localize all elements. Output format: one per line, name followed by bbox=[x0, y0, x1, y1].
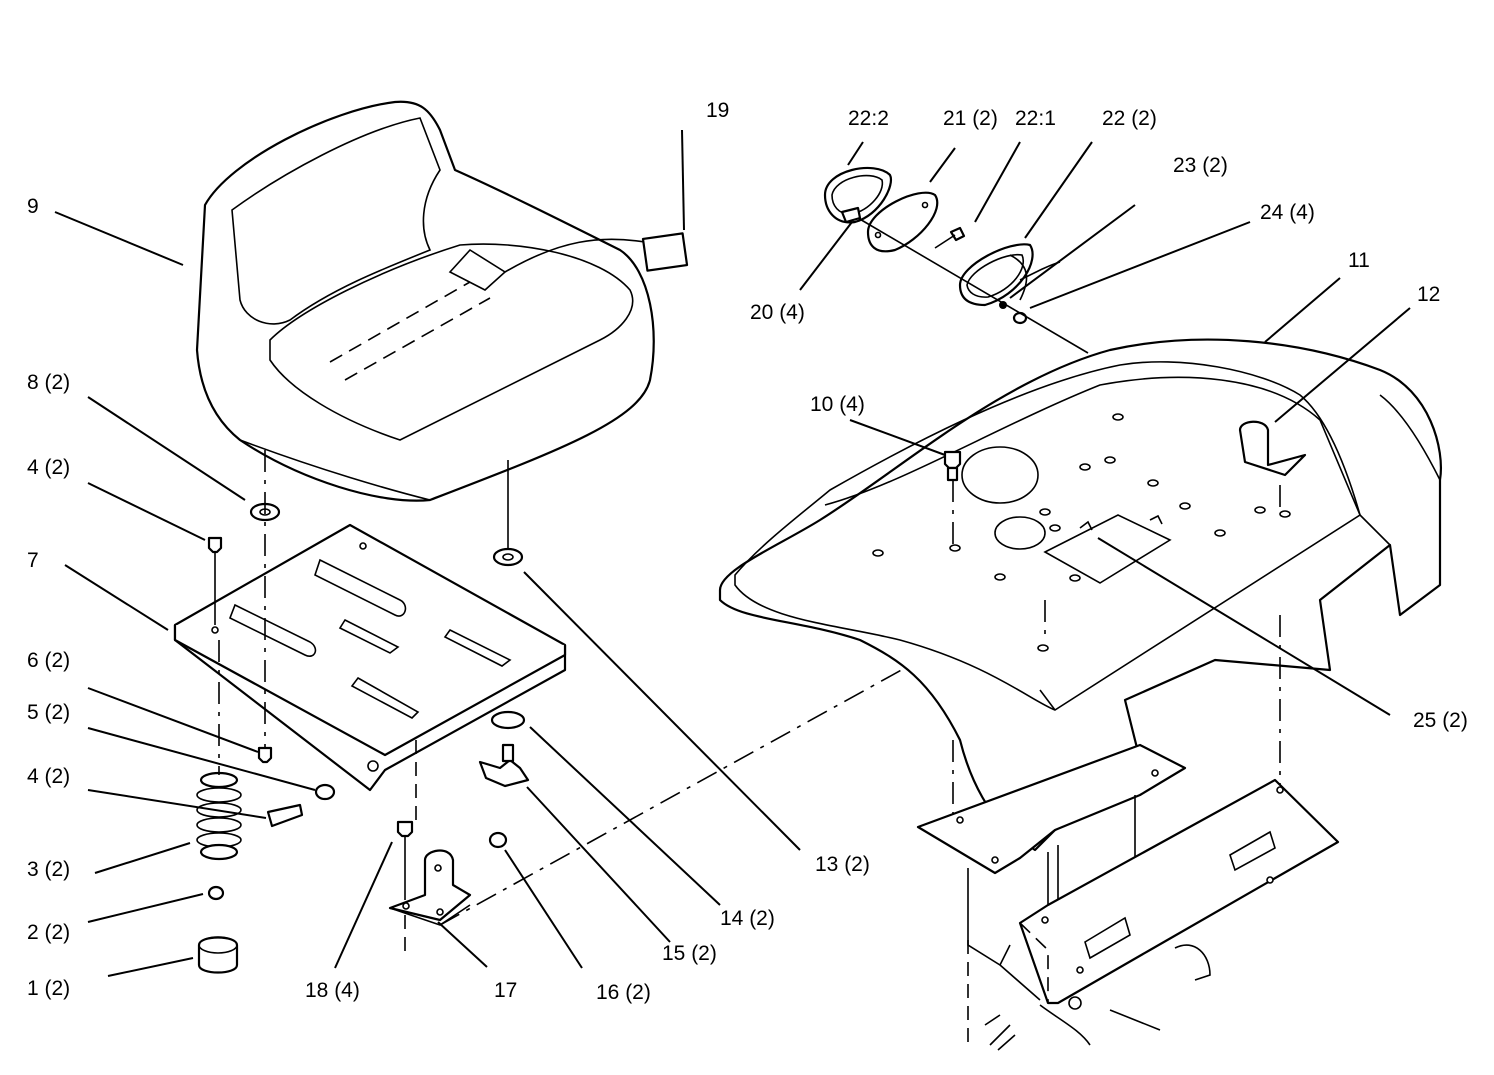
callout-8: 8 (2) bbox=[27, 371, 71, 394]
callout-6: 6 (2) bbox=[27, 649, 71, 672]
callout-16: 16 (2) bbox=[596, 981, 651, 1004]
callout-12: 12 bbox=[1417, 283, 1441, 306]
callout-22-2: 22:2 bbox=[848, 107, 889, 130]
callout-3: 3 (2) bbox=[27, 858, 71, 881]
bracket bbox=[388, 849, 472, 926]
callout-4-lower: 4 (2) bbox=[27, 765, 71, 788]
callout-1: 1 (2) bbox=[27, 977, 71, 1000]
seat bbox=[195, 100, 689, 502]
callout-14: 14 (2) bbox=[720, 907, 775, 930]
spring bbox=[196, 771, 242, 861]
callout-19: 19 bbox=[706, 99, 730, 122]
frame bbox=[916, 743, 1340, 1051]
callout-23: 23 (2) bbox=[1173, 154, 1228, 177]
callout-22-1: 22:1 bbox=[1015, 107, 1056, 130]
callout-22: 22 (2) bbox=[1102, 107, 1157, 130]
callout-25: 25 (2) bbox=[1413, 709, 1468, 732]
callout-20: 20 (4) bbox=[750, 301, 805, 324]
callout-21: 21 (2) bbox=[943, 107, 998, 130]
callout-15: 15 (2) bbox=[662, 942, 717, 965]
light-assembly bbox=[823, 166, 1089, 354]
callout-11: 11 bbox=[1348, 249, 1370, 272]
callout-4-top: 4 (2) bbox=[27, 456, 71, 479]
callout-18: 18 (4) bbox=[305, 979, 360, 1002]
seat-mount-plate bbox=[173, 523, 567, 792]
callout-2: 2 (2) bbox=[27, 921, 71, 944]
callout-24: 24 (4) bbox=[1260, 201, 1315, 224]
callout-5: 5 (2) bbox=[27, 701, 71, 724]
callout-13: 13 (2) bbox=[815, 853, 870, 876]
callout-10: 10 (4) bbox=[810, 393, 865, 416]
callout-7: 7 bbox=[27, 549, 39, 572]
callout-9: 9 bbox=[27, 195, 39, 218]
callout-17: 17 bbox=[494, 979, 518, 1002]
